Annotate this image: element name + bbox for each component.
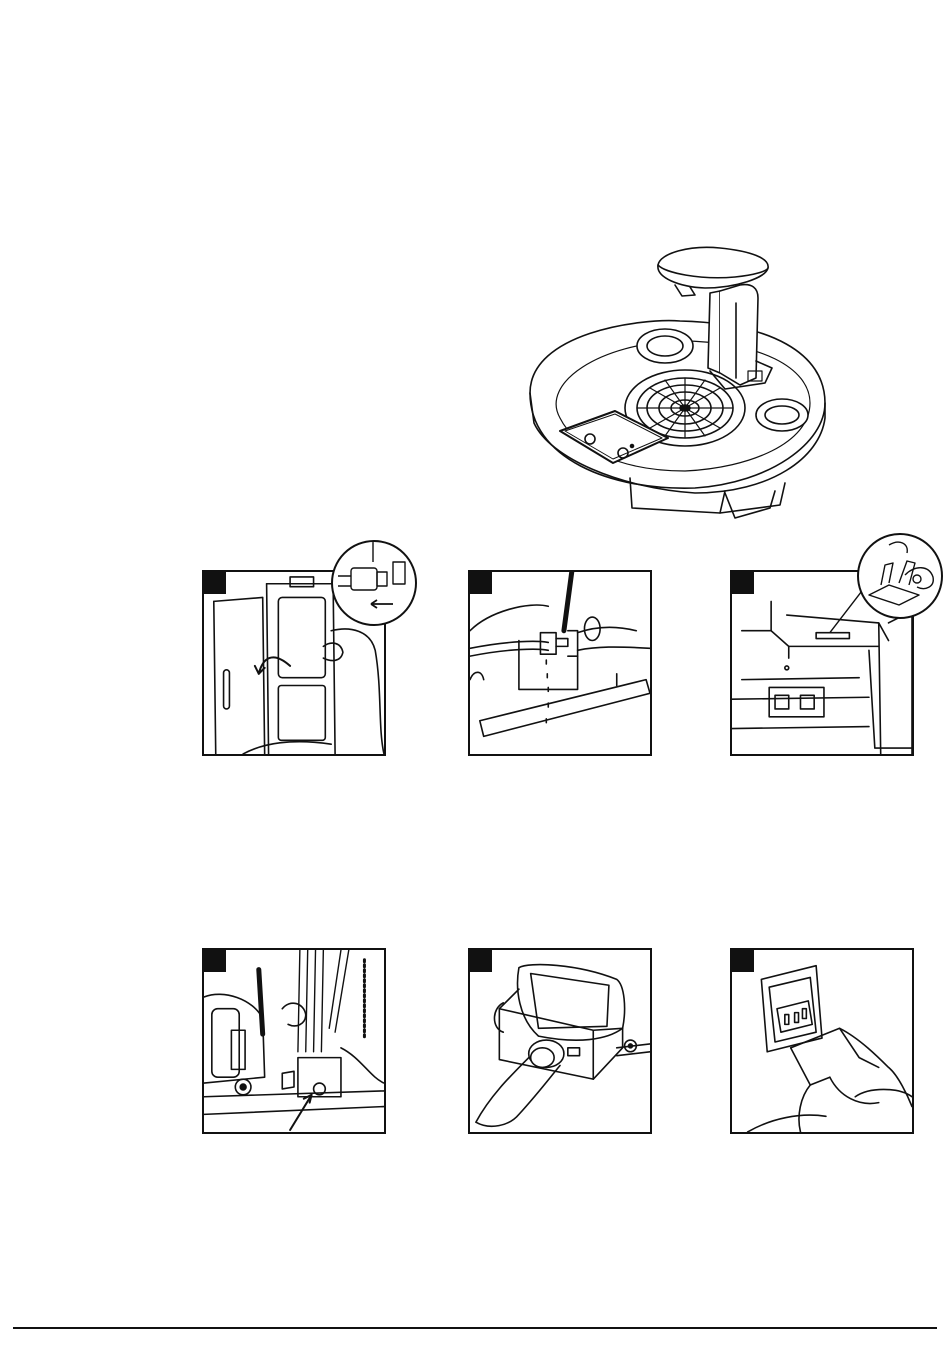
step-number-marker: [732, 950, 754, 972]
step-number-marker: [470, 572, 492, 594]
drain-valve-icon: [470, 572, 650, 754]
step-panel-5: [468, 948, 652, 1134]
step-number-marker: [470, 950, 492, 972]
connector-box-icon: [470, 950, 650, 1132]
compressor-bay-icon: [204, 950, 384, 1132]
footer-divider: [13, 1327, 937, 1329]
step-number-marker: [732, 572, 754, 594]
power-socket-icon: [732, 950, 912, 1132]
dispenser-illustration: [520, 243, 830, 523]
step-panel-2: [468, 570, 652, 756]
detail-callout-3: [857, 533, 943, 619]
step-number-marker: [204, 950, 226, 972]
step-panel-4: [202, 948, 386, 1134]
step-panel-6: [730, 948, 914, 1134]
detail-callout-1: [331, 540, 417, 626]
cartridge-detail-icon: [333, 542, 415, 624]
step-number-marker: [204, 572, 226, 594]
switch-detail-icon: [859, 535, 941, 617]
